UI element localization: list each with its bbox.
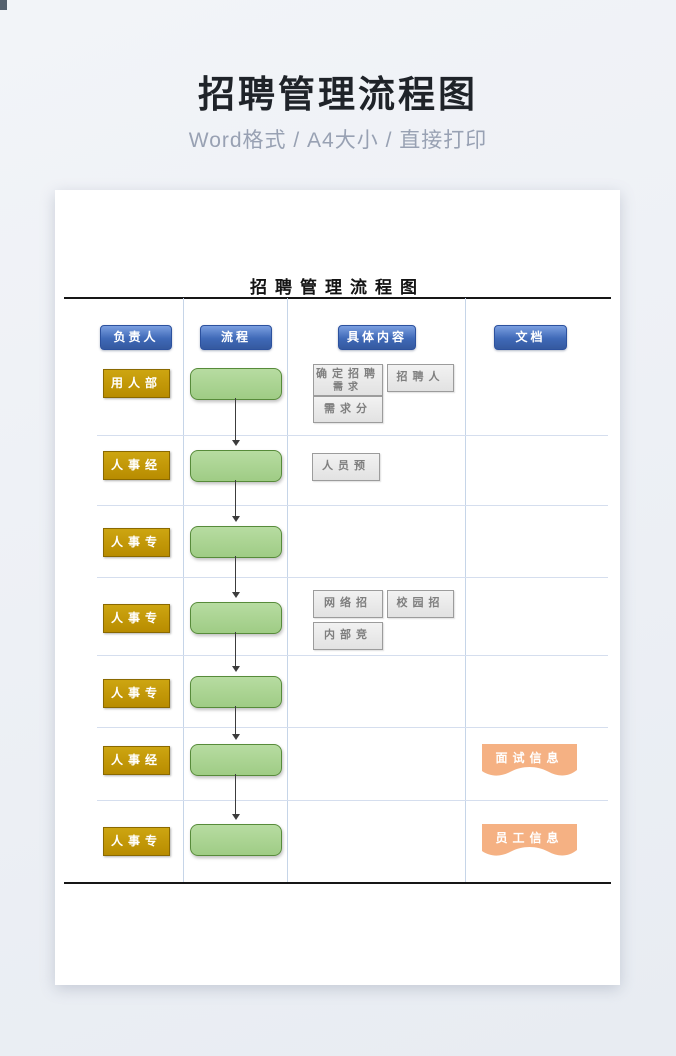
detail-box-1-line-2: 需求	[333, 382, 363, 393]
detail-box-5: 网络招	[313, 590, 383, 618]
role-label-7: 人事专	[103, 827, 170, 856]
detail-box-3: 需求分	[313, 396, 383, 423]
bottom-rule	[64, 882, 611, 884]
role-label-4: 人事专	[103, 604, 170, 633]
top-rule	[64, 297, 611, 299]
doc-shape-interview: 面试信息	[482, 744, 577, 778]
process-step-4	[190, 602, 282, 634]
document-wave-icon	[482, 744, 577, 776]
row-divider-2	[97, 505, 608, 506]
column-header-owner: 负责人	[100, 325, 172, 350]
flow-arrow-4	[231, 632, 240, 672]
page-subtitle: Word格式 / A4大小 / 直接打印	[188, 129, 488, 152]
process-step-6	[190, 744, 282, 776]
role-label-6: 人事经	[103, 746, 170, 775]
flow-arrow-2	[231, 480, 240, 522]
role-label-5: 人事专	[103, 679, 170, 708]
column-divider-2	[287, 298, 288, 882]
column-divider-1	[183, 298, 184, 882]
process-step-3	[190, 526, 282, 558]
document-preview: 招聘管理流程图 负责人 流程 具体内容 文档 用人部 人事经 人事专 人事专 人…	[55, 190, 620, 985]
detail-box-1-line-1: 确定招聘	[316, 368, 380, 380]
row-divider-4	[97, 655, 608, 656]
flow-arrow-5	[231, 706, 240, 740]
doc-shape-interview-label: 面试信息	[495, 751, 564, 765]
page-title: 招聘管理流程图	[198, 74, 478, 115]
detail-box-4: 人员预	[312, 453, 380, 481]
row-divider-1	[97, 435, 608, 436]
row-divider-5	[97, 727, 608, 728]
doc-shape-employee: 员工信息	[482, 824, 577, 858]
detail-box-7: 内部竞	[313, 622, 383, 650]
column-header-detail: 具体内容	[338, 325, 416, 350]
detail-box-1: 确定招聘 需求	[313, 364, 383, 396]
flowchart-title: 招聘管理流程图	[250, 278, 425, 297]
doc-shape-employee-label: 员工信息	[495, 831, 564, 845]
column-header-process: 流程	[200, 325, 272, 350]
role-label-1: 用人部	[103, 369, 170, 398]
detail-box-2: 招聘人	[387, 364, 454, 392]
flow-arrow-1	[231, 398, 240, 446]
detail-box-6: 校园招	[387, 590, 454, 618]
process-step-7	[190, 824, 282, 856]
row-divider-6	[97, 800, 608, 801]
column-divider-3	[465, 298, 466, 882]
process-step-1	[190, 368, 282, 400]
flow-arrow-6	[231, 774, 240, 820]
process-step-2	[190, 450, 282, 482]
column-header-doc: 文档	[494, 325, 567, 350]
process-step-5	[190, 676, 282, 708]
role-label-2: 人事经	[103, 451, 170, 480]
corner-mark	[0, 0, 7, 10]
flow-arrow-3	[231, 556, 240, 598]
role-label-3: 人事专	[103, 528, 170, 557]
row-divider-3	[97, 577, 608, 578]
document-wave-icon	[482, 824, 577, 856]
